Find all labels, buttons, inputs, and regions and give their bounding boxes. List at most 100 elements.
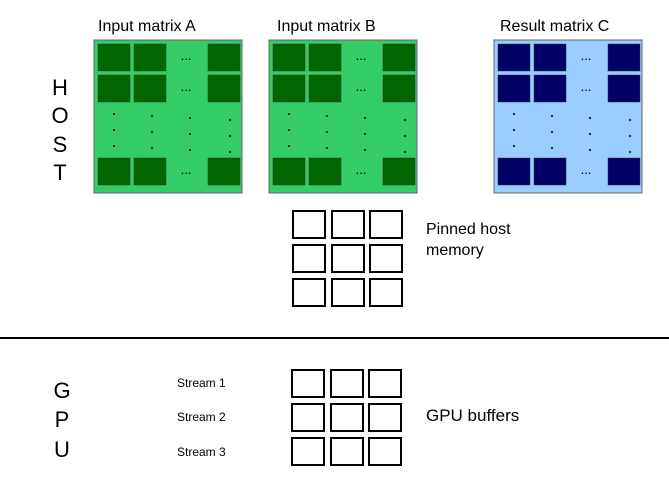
gpu-buffer-slot [330, 369, 364, 398]
matrix-a-block [133, 157, 167, 186]
matrix-a-dot [112, 144, 116, 148]
matrix-a-block [97, 157, 131, 186]
host-letter-t: T [53, 160, 66, 185]
matrix-a-dot [188, 116, 192, 120]
matrix-c-title: Result matrix C [500, 18, 609, 35]
host-label: H O S T [51, 75, 68, 185]
matrix-a-dot [188, 148, 192, 152]
matrix-c-dot [588, 148, 592, 152]
matrix-c-dot [628, 150, 632, 154]
matrix-c-dot [550, 130, 554, 134]
pinned-host-memory-grid [292, 210, 403, 307]
matrix-c-block [533, 157, 567, 186]
matrix-b-dot [363, 148, 367, 152]
matrix-a-block [207, 74, 241, 103]
matrix-b-dot [403, 118, 407, 122]
gpu-buffer-slot [368, 369, 402, 398]
pinned-buffer-slot [369, 278, 403, 307]
matrix-c-dot [588, 132, 592, 136]
matrix-b-block [382, 43, 416, 72]
host-letter-o: O [51, 103, 68, 128]
matrix-b-dot [363, 116, 367, 120]
matrix-c-dot [550, 114, 554, 118]
matrix-c-dot [588, 116, 592, 120]
matrix-c: ......... [493, 39, 643, 194]
matrix-a-block [133, 43, 167, 72]
pinned-buffer-slot [292, 210, 326, 239]
gpu-buffer-slot [291, 437, 325, 466]
matrix-b-row-ellipsis: ... [356, 48, 367, 63]
matrix-c-block [607, 74, 641, 103]
matrix-b-dot [325, 114, 329, 118]
pinned-label-line-2: memory [426, 242, 484, 259]
matrix-a-block [133, 74, 167, 103]
pinned-buffer-slot [292, 278, 326, 307]
host-letter-s: S [53, 132, 68, 157]
gpu-label: G P U [53, 378, 70, 462]
matrix-a-block [97, 43, 131, 72]
gpu-buffer-slot [330, 437, 364, 466]
stream-3-label: Stream 3 [177, 445, 226, 459]
matrix-a-block [207, 157, 241, 186]
matrix-b-row-ellipsis: ... [356, 79, 367, 94]
matrix-b-dot [325, 146, 329, 150]
pinned-buffer-slot [331, 244, 365, 273]
gpu-letter-u: U [54, 437, 70, 462]
matrix-c-dot [550, 146, 554, 150]
matrix-a-dot [228, 134, 232, 138]
gpu-buffer-slot [330, 403, 364, 432]
host-letter-h: H [52, 75, 68, 100]
matrix-a-row-ellipsis: ... [181, 79, 192, 94]
matrix-b-dot [403, 150, 407, 154]
matrix-c-block [497, 74, 531, 103]
matrix-b-dot [287, 128, 291, 132]
matrix-c-row-ellipsis: ... [581, 48, 592, 63]
gpu-buffer-slot [291, 403, 325, 432]
matrix-a-row-ellipsis: ... [181, 48, 192, 63]
gpu-letter-g: G [53, 378, 70, 403]
matrix-a-dot [150, 130, 154, 134]
matrix-a-dot [150, 114, 154, 118]
pinned-buffer-slot [369, 210, 403, 239]
matrix-a: ......... [93, 39, 243, 194]
matrix-c-dot [628, 134, 632, 138]
matrix-a-dot [112, 112, 116, 116]
matrix-a-block [207, 43, 241, 72]
matrix-b-block [308, 74, 342, 103]
matrix-a-block [97, 74, 131, 103]
matrix-a-row-ellipsis: ... [181, 162, 192, 177]
matrix-b-block [382, 157, 416, 186]
pinned-buffer-slot [369, 244, 403, 273]
matrix-b-block [272, 43, 306, 72]
matrix-b-block [382, 74, 416, 103]
matrix-b-dot [363, 132, 367, 136]
matrix-c-block [607, 157, 641, 186]
matrix-b: ......... [268, 39, 418, 194]
gpu-buffers-grid [291, 369, 402, 466]
matrix-b-title: Input matrix B [277, 18, 376, 35]
matrix-c-block [497, 43, 531, 72]
gpu-buffer-slot [291, 369, 325, 398]
matrix-c-dot [512, 144, 516, 148]
matrix-a-title: Input matrix A [98, 18, 196, 35]
matrix-b-block [308, 157, 342, 186]
matrix-a-dot [228, 118, 232, 122]
matrix-c-dot [512, 128, 516, 132]
matrix-c-dot [628, 118, 632, 122]
matrix-b-dot [287, 112, 291, 116]
pinned-buffer-slot [331, 278, 365, 307]
gpu-buffer-slot [368, 403, 402, 432]
pinned-buffer-slot [331, 210, 365, 239]
gpu-buffer-slot [368, 437, 402, 466]
matrix-b-dot [403, 134, 407, 138]
pinned-label-line-1: Pinned host [426, 221, 511, 238]
matrix-b-dot [287, 144, 291, 148]
matrix-c-row-ellipsis: ... [581, 79, 592, 94]
matrix-c-block [497, 157, 531, 186]
matrix-c-block [533, 74, 567, 103]
matrix-c-row-ellipsis: ... [581, 162, 592, 177]
matrix-a-dot [228, 150, 232, 154]
matrix-c-dot [512, 112, 516, 116]
pinned-buffer-slot [292, 244, 326, 273]
gpu-letter-p: P [55, 407, 70, 432]
